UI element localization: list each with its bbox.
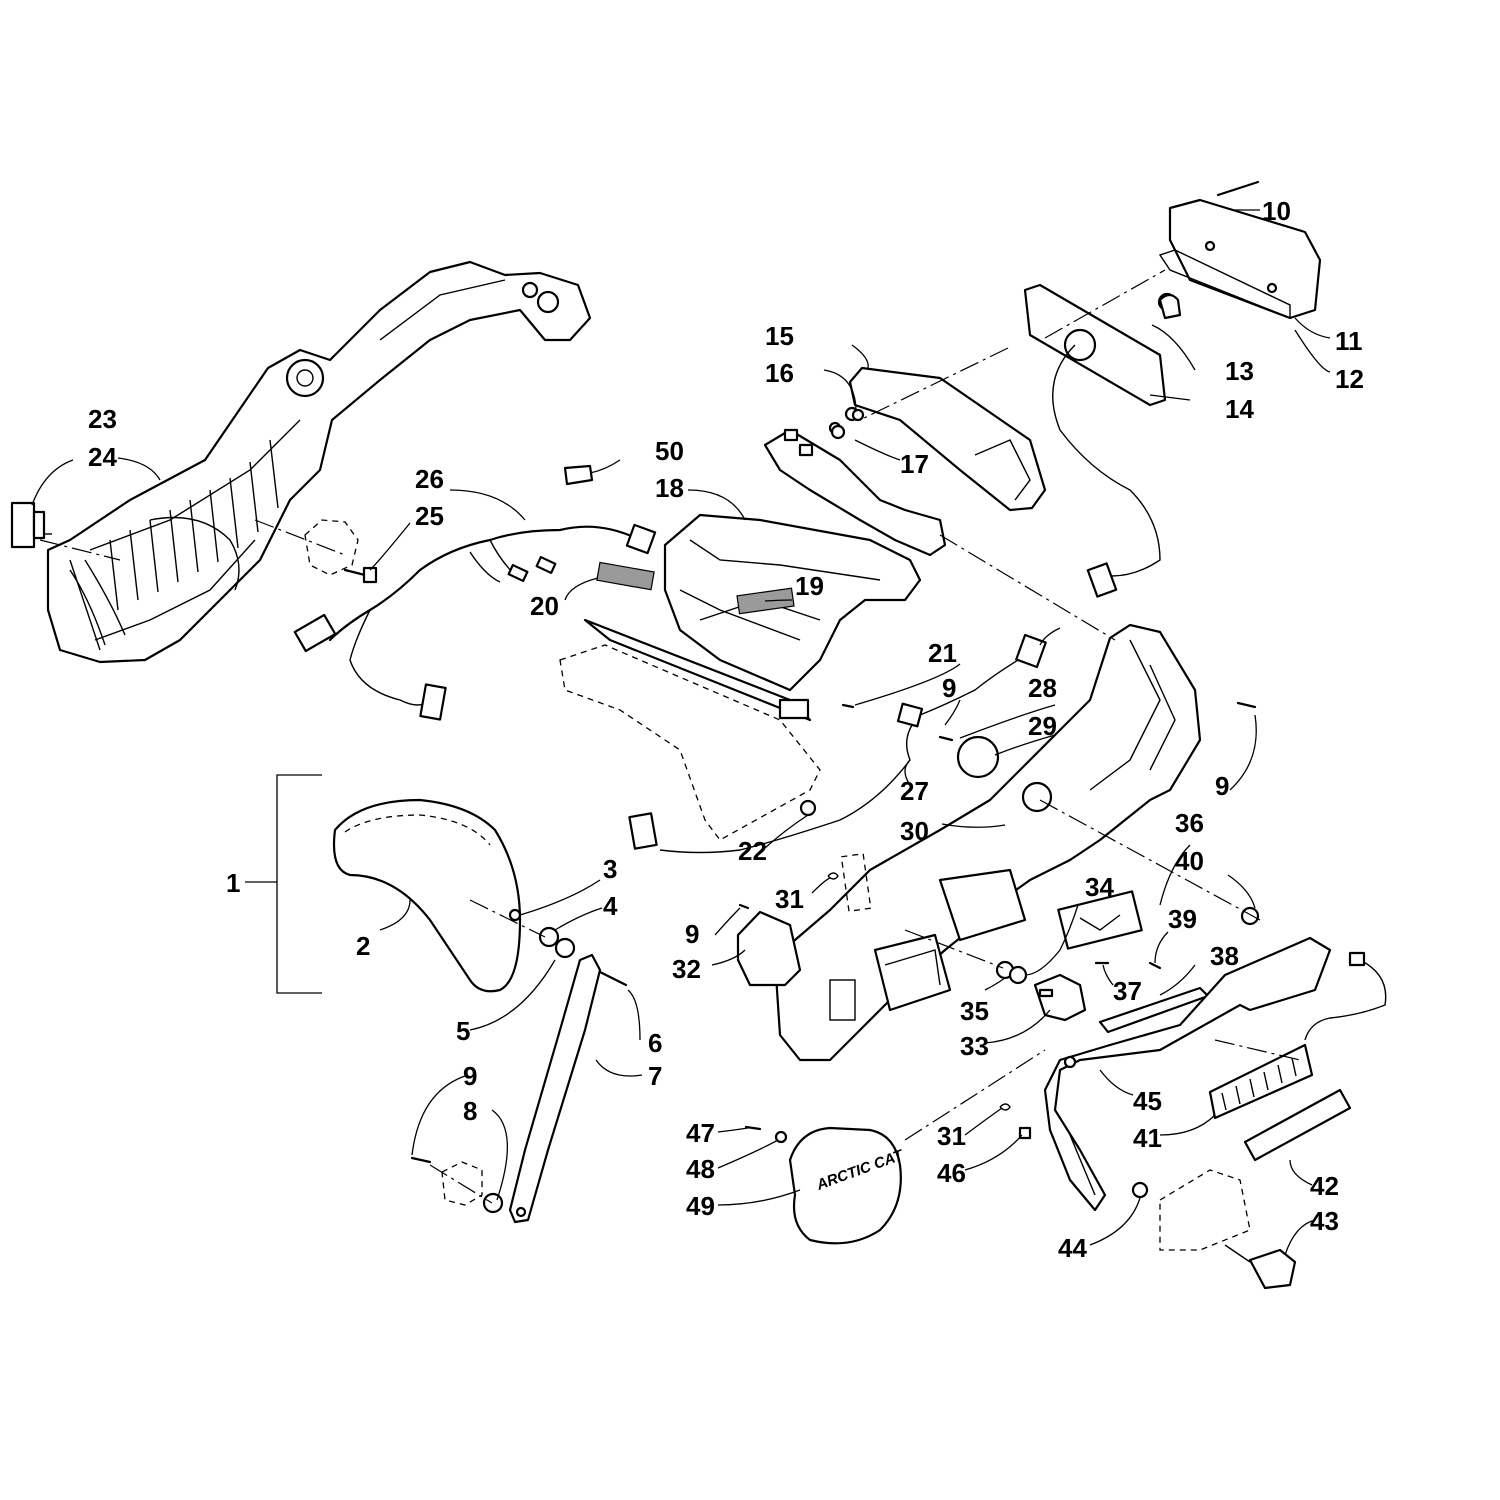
callout-31-a: 31: [775, 884, 804, 914]
callout-47: 47: [686, 1118, 715, 1148]
part-rear-frame-left: [46, 260, 592, 664]
callout-15: 15: [765, 321, 794, 351]
callout-49: 49: [686, 1191, 715, 1221]
callout-46: 46: [937, 1158, 966, 1188]
callout-19: 19: [795, 571, 824, 601]
callout-17: 17: [900, 449, 929, 479]
part-bolt-9-b: [938, 735, 954, 742]
assembly-bracket: [245, 774, 322, 994]
callout-9-harness: 9: [942, 673, 956, 703]
part-reflector: [1057, 890, 1143, 965]
part-taillight-lens: [1158, 198, 1322, 320]
part-taillight-base: [1023, 283, 1177, 598]
part-decal-20: [596, 561, 655, 591]
part-dashed-plate: [840, 852, 872, 912]
callout-33: 33: [960, 1031, 989, 1061]
callout-28: 28: [1028, 673, 1057, 703]
part-backrest: [332, 798, 628, 1224]
callout-40: 40: [1175, 846, 1204, 876]
part-grip-tube: [1243, 1088, 1352, 1162]
part-wiring-harness: [293, 523, 657, 721]
callout-41: 41: [1133, 1123, 1162, 1153]
callout-43: 43: [1310, 1206, 1339, 1236]
part-bolt-washer: [304, 519, 378, 584]
callout-27: 27: [900, 776, 929, 806]
callout-10: 10: [1262, 196, 1291, 226]
callout-25: 25: [415, 501, 444, 531]
callout-9-backrest: 9: [463, 1061, 477, 1091]
callout-labels: 10 11 12 13 14 15 16 17 18 50 19 20 21 2…: [88, 196, 1364, 1263]
part-rear-frame-main: [773, 623, 1202, 1062]
part-peg-43: [1131, 1169, 1297, 1290]
part-wiring-27: [628, 633, 1047, 854]
callout-39: 39: [1168, 904, 1197, 934]
part-clip-31a: [827, 872, 839, 880]
callout-23: 23: [88, 404, 117, 434]
part-clip: [563, 464, 594, 486]
callout-36: 36: [1175, 808, 1204, 838]
part-nut-46: [1018, 1126, 1032, 1140]
callout-11: 11: [1335, 326, 1363, 356]
part-screw-21: [841, 703, 855, 709]
part-bolt-9-a: [1236, 701, 1257, 709]
callout-8: 8: [463, 1096, 477, 1126]
callout-18: 18: [655, 473, 684, 503]
part-peg-33: [995, 960, 1087, 1022]
callout-37: 37: [1113, 976, 1142, 1006]
callout-4: 4: [603, 891, 618, 921]
part-bulb: [1158, 293, 1182, 320]
part-washer-17: [830, 424, 846, 440]
callout-2: 2: [356, 931, 370, 961]
callout-34: 34: [1085, 872, 1114, 902]
callout-6: 6: [648, 1028, 662, 1058]
callout-32: 32: [672, 954, 701, 984]
leader-lines: [31, 209, 1331, 1256]
part-bolt-9-c: [738, 903, 750, 910]
callout-3: 3: [603, 854, 617, 884]
callout-12: 12: [1335, 364, 1364, 394]
part-washer-16: [851, 408, 865, 422]
part-step-bar: [1043, 906, 1387, 1212]
callout-20: 20: [530, 591, 559, 621]
callout-9-bracket: 9: [685, 919, 699, 949]
callout-9-frame: 9: [1215, 771, 1229, 801]
callout-50: 50: [655, 436, 684, 466]
part-seat-pad-outline: [559, 644, 821, 841]
callout-31-b: 31: [937, 1121, 966, 1151]
callout-26: 26: [415, 464, 444, 494]
callout-14: 14: [1225, 394, 1254, 424]
callout-42: 42: [1310, 1171, 1339, 1201]
callout-48: 48: [686, 1154, 715, 1184]
callout-35: 35: [960, 996, 989, 1026]
callout-30: 30: [900, 816, 929, 846]
callout-21: 21: [928, 638, 957, 668]
callout-1: 1: [226, 868, 240, 898]
part-pad-49: ARCTIC CAT: [744, 1125, 907, 1245]
part-switch-block: [10, 501, 52, 549]
part-bracket-plate: [736, 910, 802, 987]
part-screw-10: [1216, 180, 1260, 197]
callout-13: 13: [1225, 356, 1254, 386]
callout-45: 45: [1133, 1086, 1162, 1116]
callout-44: 44: [1058, 1233, 1087, 1263]
callout-7: 7: [648, 1061, 662, 1091]
callout-5: 5: [456, 1016, 470, 1046]
part-step-grille: [1208, 1043, 1314, 1120]
part-clip-31b: [999, 1103, 1011, 1111]
callout-38: 38: [1210, 941, 1239, 971]
part-washer-29: [956, 735, 1000, 779]
part-nut-22: [799, 799, 817, 817]
callout-16: 16: [765, 358, 794, 388]
centerlines: [39, 269, 1301, 1204]
callout-22: 22: [738, 836, 767, 866]
callout-29: 29: [1028, 711, 1057, 741]
callout-24: 24: [88, 442, 117, 472]
